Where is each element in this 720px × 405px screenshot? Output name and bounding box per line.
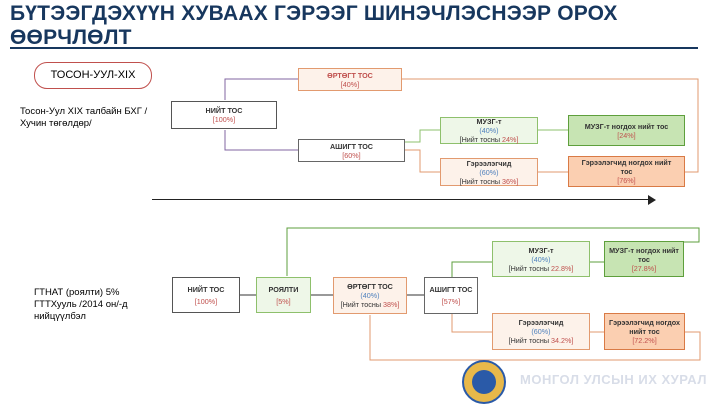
- divider-arrow-head: [648, 195, 656, 205]
- bottom-cost-oil-box: ӨРТӨГТ ТОС (40%) [Нийт тосны 38%]: [333, 277, 407, 314]
- bottom-total-oil-title: НИЙТ ТОС: [187, 284, 225, 294]
- bottom-muzg-box: МУЗГ-т (40%) [Нийт тосны 22.8%]: [492, 241, 590, 277]
- section-divider-arrow: [152, 199, 652, 200]
- bottom-cost-oil-pct: (40%): [360, 291, 380, 300]
- bottom-total-oil-value: [100%]: [194, 296, 218, 306]
- top-contractor-total-title: Гэрээлэгчид ногдох нийт тос: [581, 158, 672, 176]
- bottom-royalty-value: [5%]: [276, 296, 291, 306]
- top-profit-oil-box: АШИГТ ТОС [60%]: [298, 139, 405, 162]
- bottom-contractor-title: Гэрээлэгчид: [518, 318, 564, 327]
- bottom-muzg-total-value: [27.8%]: [631, 263, 657, 273]
- bottom-contractor-total-value: [72.2%]: [632, 336, 657, 345]
- bottom-note: ГТНАТ (роялти) 5% ГТТХууль /2014 он/-д н…: [34, 287, 128, 322]
- top-profit-oil-title: АШИГТ ТОС: [329, 141, 374, 151]
- top-muzg-box: МУЗГ-т (40%) [Нийт тосны 24%]: [440, 117, 538, 144]
- bottom-cost-oil-share-value: 38%]: [383, 300, 400, 309]
- bottom-royalty-title: РОЯЛТИ: [268, 284, 299, 294]
- bottom-muzg-share-label: [Нийт тосны: [508, 263, 550, 273]
- top-cost-oil-value: [40%]: [340, 79, 360, 89]
- bottom-profit-oil-value: [57%]: [441, 297, 461, 306]
- bottom-total-oil-box: НИЙТ ТОС [100%]: [172, 277, 240, 313]
- top-muzg-share-label: [Нийт тосны: [459, 135, 501, 144]
- top-cost-oil-title: ӨРТӨГТ ТОС: [327, 70, 373, 80]
- bottom-contractor-pct: (60%): [531, 327, 551, 336]
- bottom-royalty-box: РОЯЛТИ [5%]: [256, 277, 311, 313]
- bottom-muzg-total-box: МУЗГ-т ногдох нийт тос [27.8%]: [604, 241, 684, 277]
- bottom-contractor-total-box: Гэрээлэгчид ногдох нийт тос [72.2%]: [604, 313, 685, 350]
- bottom-muzg-total-title: МУЗГ-т ногдох нийт тос: [609, 245, 679, 264]
- state-emblem-logo: [462, 360, 506, 404]
- top-contractor-total-value: [76%]: [617, 176, 636, 185]
- top-muzg-total-value: [24%]: [617, 130, 636, 140]
- bottom-muzg-share-value: 22.8%]: [551, 263, 574, 273]
- top-profit-oil-value: [60%]: [342, 150, 361, 160]
- top-muzg-title: МУЗГ-т: [476, 117, 502, 126]
- bottom-muzg-title: МУЗГ-т: [528, 245, 554, 255]
- top-contractor-share-label: [Нийт тосны: [459, 176, 501, 186]
- bottom-muzg-pct: (40%): [531, 254, 551, 264]
- field-badge: ТОСОН-УУЛ-XIX: [34, 62, 152, 89]
- bottom-contractor-share-label: [Нийт тосны: [508, 336, 550, 345]
- top-contractor-total-box: Гэрээлэгчид ногдох нийт тос [76%]: [568, 156, 685, 187]
- bottom-profit-oil-title: АШИГТ ТОС: [429, 285, 473, 294]
- top-contractor-share-value: 36%]: [502, 176, 519, 186]
- top-contractor-box: Гэрээлэгчид (60%) [Нийт тосны 36%]: [440, 158, 538, 186]
- page-title: БҮТЭЭГДЭХҮҮН ХУВААХ ГЭРЭЭГ ШИНЭЧЛЭСНЭЭР …: [10, 2, 618, 49]
- top-contractor-pct: (60%): [479, 167, 499, 177]
- bottom-contractor-total-title: Гэрээлэгчид ногдох нийт тос: [609, 318, 680, 336]
- top-cost-oil-box: ӨРТӨГТ ТОС [40%]: [298, 68, 402, 91]
- top-muzg-total-title: МУЗГ-т ногдох нийт тос: [584, 121, 669, 131]
- bottom-profit-oil-box: АШИГТ ТОС [57%]: [424, 277, 478, 314]
- top-total-oil-value: [100%]: [212, 115, 236, 124]
- top-total-oil-box: НИЙТ ТОС [100%]: [171, 101, 277, 129]
- title-underline: [10, 47, 698, 49]
- top-muzg-share-value: 24%]: [502, 135, 519, 144]
- top-note: Тосон-Уул XIX талбайн БХГ /Хучин төгөлдө…: [20, 106, 148, 129]
- bottom-contractor-share-value: 34.2%]: [551, 336, 574, 345]
- bottom-cost-oil-title: ӨРТӨГТ ТОС: [347, 282, 393, 291]
- footer-watermark: МОНГОЛ УЛСЫН ИХ ХУРАЛ: [520, 372, 707, 387]
- bottom-cost-oil-share-label: [Нийт тосны: [340, 300, 382, 309]
- top-total-oil-title: НИЙТ ТОС: [205, 106, 243, 115]
- bottom-contractor-box: Гэрээлэгчид (60%) [Нийт тосны 34.2%]: [492, 313, 590, 350]
- top-muzg-pct: (40%): [479, 126, 499, 135]
- top-muzg-total-box: МУЗГ-т ногдох нийт тос [24%]: [568, 115, 685, 146]
- top-contractor-title: Гэрээлэгчид: [466, 158, 512, 168]
